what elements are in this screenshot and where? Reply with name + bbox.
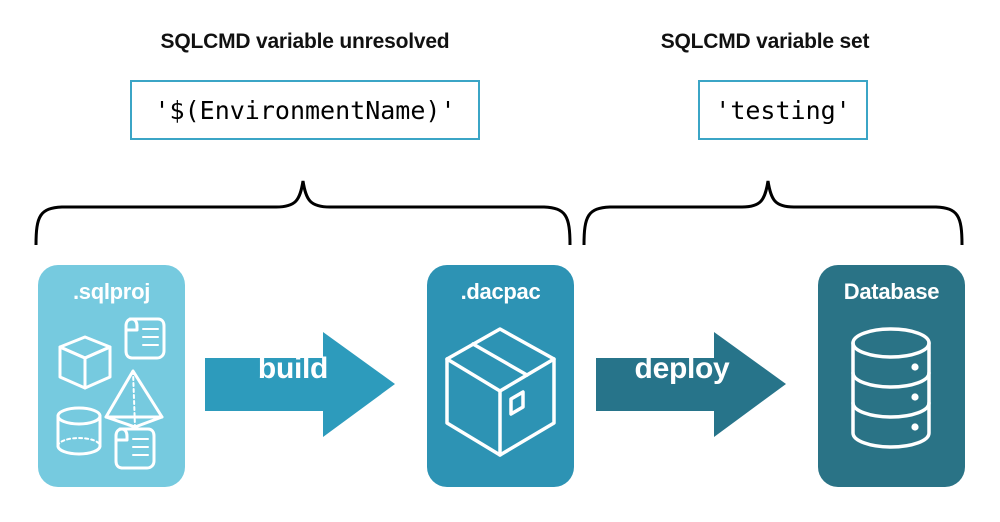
brace-right xyxy=(582,180,964,245)
package-box-icon xyxy=(445,327,556,457)
card-dacpac[interactable]: .dacpac xyxy=(427,265,574,487)
sqlcmd-variable-value-set: 'testing' xyxy=(698,80,868,140)
database-status-dot xyxy=(911,363,919,371)
card-database[interactable]: Database xyxy=(818,265,965,487)
sqlcmd-variable-value-unresolved: '$(EnvironmentName)' xyxy=(130,80,480,140)
scroll-icon-bottom xyxy=(114,427,156,470)
pyramid-shape xyxy=(104,369,164,429)
database-cylinder-icon xyxy=(851,327,931,449)
arrow-build xyxy=(205,332,395,437)
group-heading-right: SQLCMD variable set xyxy=(660,30,870,53)
card-sqlproj[interactable]: .sqlproj xyxy=(38,265,185,487)
card-sqlproj-title: .sqlproj xyxy=(72,279,151,304)
group-heading-left: SQLCMD variable unresolved xyxy=(160,30,450,53)
cylinder-shape xyxy=(56,406,102,456)
card-dacpac-title: .dacpac xyxy=(460,279,541,304)
brace-left xyxy=(34,180,572,245)
database-status-dot xyxy=(911,423,919,431)
database-status-dot xyxy=(911,393,919,401)
scroll-icon-top xyxy=(124,317,166,360)
project-shapes-icon xyxy=(56,317,166,470)
card-database-title: Database xyxy=(843,279,940,304)
brace-group xyxy=(34,180,964,245)
cube-shape xyxy=(58,335,112,390)
arrow-deploy xyxy=(596,332,786,437)
